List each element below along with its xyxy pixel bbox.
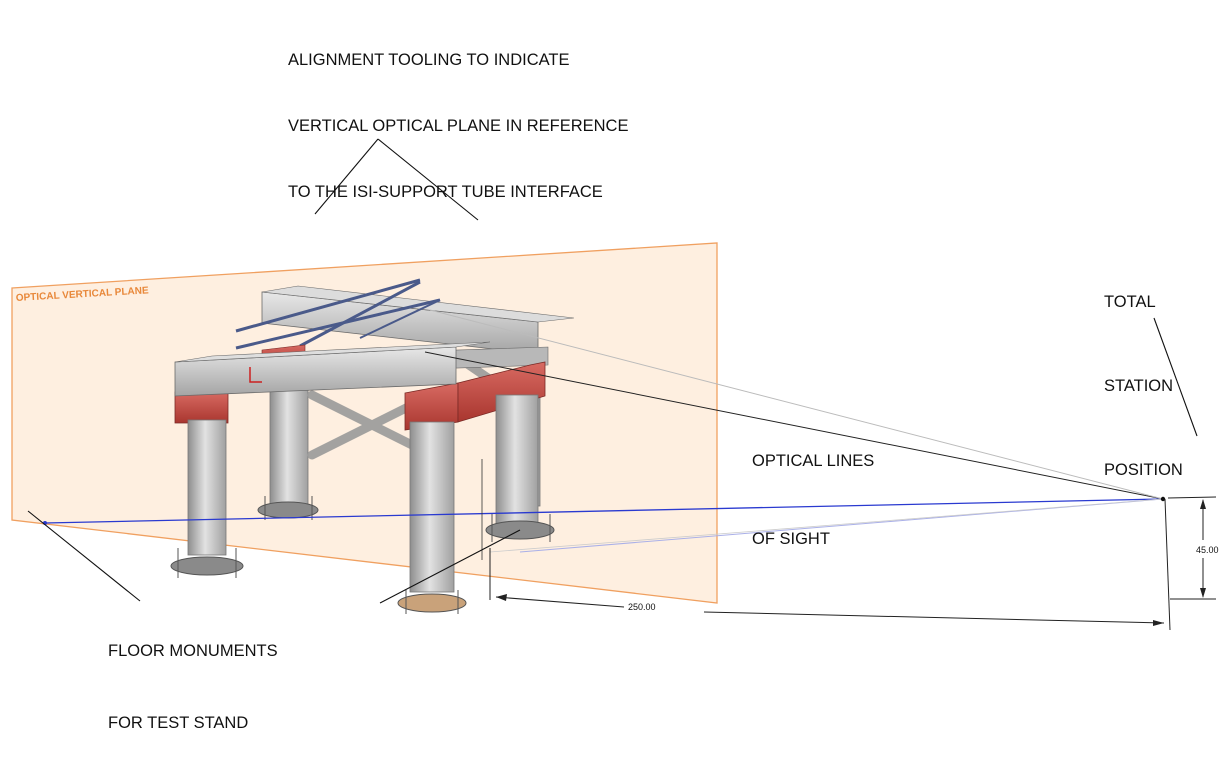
dimension-vertical-value: 45.00 [1196, 545, 1219, 555]
total-station-line-1: TOTAL [1104, 293, 1156, 311]
total-station-line-2: STATION [1104, 377, 1174, 395]
optical-lines-line-1: OPTICAL LINES [752, 452, 875, 470]
dimension-lines [489, 496, 1217, 631]
alignment-tooling-line-2: VERTICAL OPTICAL PLANE IN REFERENCE [288, 117, 629, 135]
floor-monuments-callout: FLOOR MONUMENTS FOR TEST STAND [108, 591, 278, 783]
floor-monuments-line-1: FLOOR MONUMENTS [108, 642, 278, 660]
front-legs [187, 394, 539, 593]
alignment-tooling-callout: ALIGNMENT TOOLING TO INDICATE VERTICAL O… [288, 5, 628, 247]
total-station-line-3: POSITION [1104, 461, 1183, 479]
dimension-horizontal-value: 250.00 [628, 602, 656, 612]
total-station-callout: TOTAL STATION POSITION [1104, 232, 1183, 540]
floor-monuments-line-2: FOR TEST STAND [108, 714, 249, 732]
optical-lines-callout: OPTICAL LINES OF SIGHT [752, 396, 874, 604]
diagram-canvas: OPTICAL VERTICAL PLANE [11, 5, 1219, 732]
optical-lines-of-sight [43, 309, 1166, 560]
callout-leaders [27, 138, 1198, 604]
alignment-tooling-line-3: TO THE ISI-SUPPORT TUBE INTERFACE [288, 183, 603, 201]
front-beam [174, 341, 491, 397]
diagram-svg: OPTICAL VERTICAL PLANE [11, 138, 1219, 631]
optical-lines-line-2: OF SIGHT [752, 530, 830, 548]
alignment-tooling-line-1: ALIGNMENT TOOLING TO INDICATE [288, 51, 570, 69]
